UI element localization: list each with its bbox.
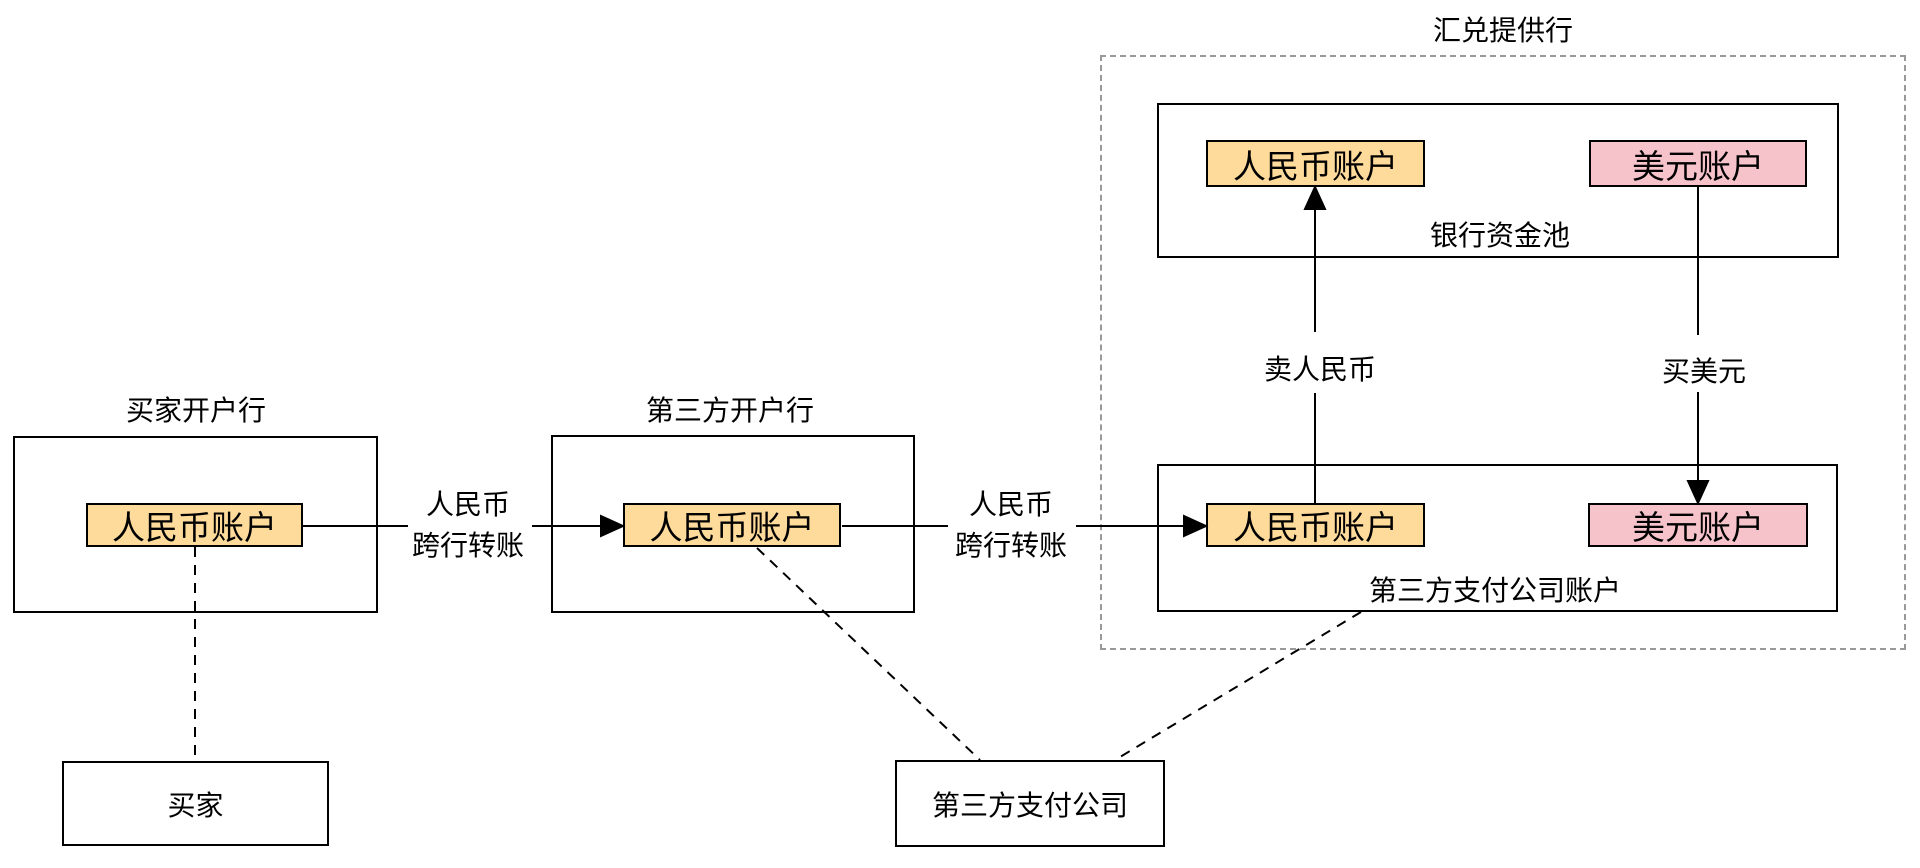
bank-pool-rmb-account-label: 人民币账户: [1233, 147, 1398, 185]
buyer-bank-title: 买家开户行: [125, 395, 267, 426]
exchange-provider-container: [1100, 55, 1906, 650]
buyer-box: 买家: [62, 761, 329, 846]
transfer-label-2-line2: 跨行转账: [954, 530, 1068, 561]
third-party-bank-rmb-account-label: 人民币账户: [649, 509, 815, 546]
sell-rmb-label: 卖人民币: [1263, 354, 1377, 385]
transfer-label-2-line1: 人民币: [968, 489, 1054, 520]
exchange-provider-title: 汇兑提供行: [1432, 15, 1574, 46]
third-party-account-usd-label: 美元账户: [1632, 509, 1764, 546]
buy-usd-label: 买美元: [1661, 356, 1747, 387]
third-party-account-label: 第三方支付公司账户: [1368, 575, 1622, 606]
bank-pool-usd-account-label: 美元账户: [1632, 147, 1764, 185]
third-party-company-label: 第三方支付公司: [931, 789, 1128, 821]
bank-pool-rmb-account: 人民币账户: [1206, 140, 1425, 187]
third-party-account-rmb: 人民币账户: [1206, 503, 1425, 547]
transfer-label-2: 人民币 跨行转账: [955, 484, 1067, 566]
transfer-label-1-line1: 人民币: [425, 489, 511, 520]
bank-pool-usd-account: 美元账户: [1589, 140, 1807, 187]
transfer-label-1: 人民币 跨行转账: [412, 484, 524, 566]
third-party-company-box: 第三方支付公司: [895, 760, 1165, 847]
third-party-bank-title: 第三方开户行: [645, 395, 815, 426]
third-party-account-usd: 美元账户: [1588, 503, 1808, 547]
bank-pool-label: 银行资金池: [1429, 220, 1571, 251]
buyer-label: 买家: [167, 789, 224, 821]
third-party-account-rmb-label: 人民币账户: [1233, 509, 1398, 546]
transfer-label-1-line2: 跨行转账: [411, 530, 525, 561]
third-party-bank-rmb-account: 人民币账户: [623, 503, 841, 547]
buyer-bank-rmb-account: 人民币账户: [86, 503, 303, 547]
buyer-bank-rmb-account-label: 人民币账户: [112, 509, 277, 546]
